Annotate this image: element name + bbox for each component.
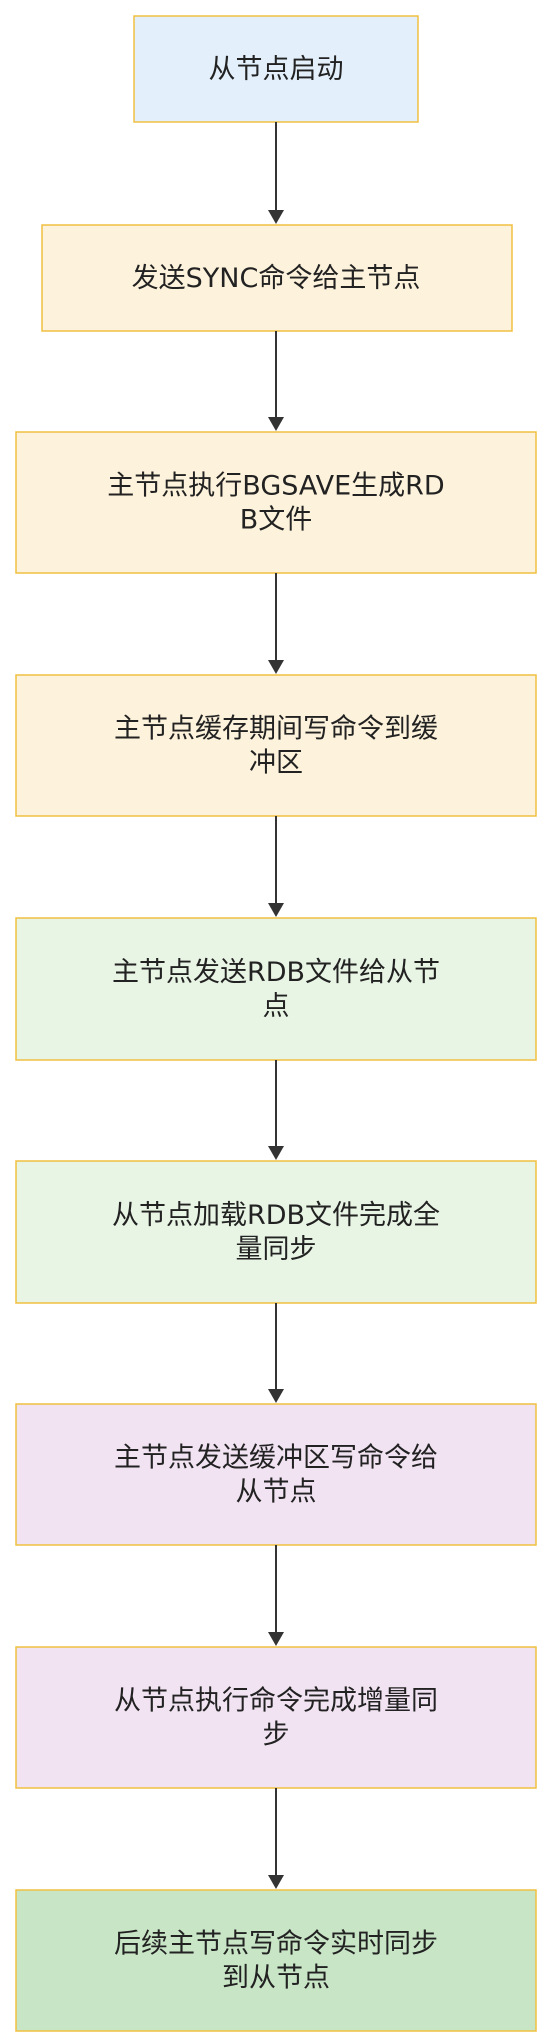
flow-node-label: 后续主节点写命令实时同步 bbox=[114, 1929, 438, 1960]
flow-node-box bbox=[15, 1160, 537, 1304]
flow-node-label: 从节点加载RDB文件完成全 bbox=[112, 1200, 440, 1231]
flow-node-label: 主节点发送缓冲区写命令给 bbox=[114, 1443, 438, 1474]
flow-node-box bbox=[15, 1403, 537, 1546]
flow-node-label: 点 bbox=[263, 991, 290, 1022]
flow-edge-7 bbox=[268, 1545, 284, 1646]
flow-node-label: 发送SYNC命令给主节点 bbox=[132, 263, 421, 294]
flow-node-label: 步 bbox=[263, 1720, 290, 1751]
arrow-head-icon bbox=[268, 903, 284, 917]
flow-edge-6 bbox=[268, 1303, 284, 1403]
arrow-head-icon bbox=[268, 1146, 284, 1160]
flow-node-label: 主节点发送RDB文件给从节 bbox=[112, 957, 440, 988]
flow-edge-4 bbox=[268, 816, 284, 917]
arrow-head-icon bbox=[268, 1632, 284, 1646]
flow-node-label: 主节点执行BGSAVE生成RD bbox=[107, 471, 444, 502]
flow-node-box bbox=[133, 15, 419, 123]
flow-edge-1 bbox=[268, 122, 284, 224]
arrow-head-icon bbox=[268, 210, 284, 224]
flow-node-label: 从节点 bbox=[236, 1477, 317, 1508]
flow-node-label: 从节点启动 bbox=[209, 54, 344, 85]
flow-node-label: 量同步 bbox=[236, 1234, 317, 1265]
arrow-head-icon bbox=[268, 660, 284, 674]
flow-node-label: 冲区 bbox=[249, 748, 303, 779]
flow-edge-3 bbox=[268, 573, 284, 674]
flow-edge-8 bbox=[268, 1788, 284, 1889]
flow-node-box bbox=[15, 1646, 537, 1789]
arrow-head-icon bbox=[268, 1875, 284, 1889]
flow-node-label: B文件 bbox=[240, 505, 313, 536]
flow-edge-2 bbox=[268, 331, 284, 431]
arrow-head-icon bbox=[268, 417, 284, 431]
flow-node-box bbox=[15, 674, 537, 817]
flow-node-label: 主节点缓存期间写命令到缓 bbox=[114, 714, 438, 745]
flow-node-1: 从节点启动 bbox=[133, 15, 419, 123]
flow-node-box bbox=[15, 431, 537, 574]
flow-node-box bbox=[15, 917, 537, 1061]
arrow-head-icon bbox=[268, 1389, 284, 1403]
flow-node-label: 到从节点 bbox=[222, 1963, 330, 1994]
flow-node-box bbox=[15, 1889, 537, 2032]
flow-node-label: 从节点执行命令完成增量同 bbox=[114, 1686, 438, 1717]
flow-node-box bbox=[41, 224, 513, 332]
flow-node-2: 发送SYNC命令给主节点 bbox=[41, 224, 513, 332]
flow-edge-5 bbox=[268, 1060, 284, 1160]
